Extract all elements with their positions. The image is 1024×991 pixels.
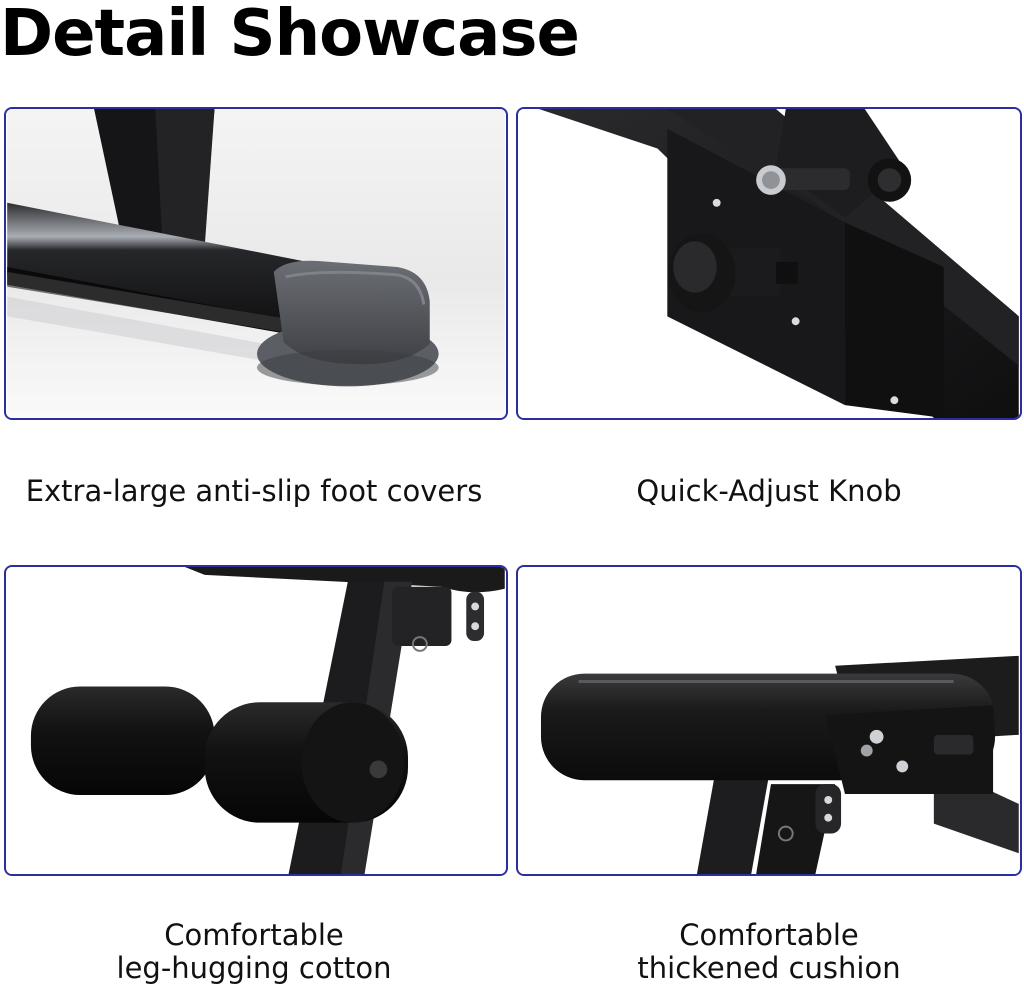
photo-foot-covers [4, 107, 508, 420]
cushion-illustration [519, 567, 1019, 874]
caption-line: Extra-large anti-slip foot covers [25, 474, 483, 508]
adjust-knob-illustration [519, 109, 1019, 418]
caption-foot-covers: Extra-large anti-slip foot covers [0, 475, 508, 508]
photo-leg-cotton [4, 565, 508, 876]
caption-line: thickened cushion [637, 951, 901, 985]
caption-cushion: Comfortable thickened cushion [516, 919, 1022, 985]
caption-adjust-knob: Quick-Adjust Knob [516, 475, 1022, 508]
caption-leg-cotton: Comfortable leg-hugging cotton [0, 919, 508, 985]
caption-line: leg-hugging cotton [116, 951, 392, 985]
page-title: Detail Showcase [0, 0, 580, 71]
caption-line: Comfortable [164, 918, 344, 952]
caption-line: Quick-Adjust Knob [636, 474, 902, 508]
foot-cover-illustration [7, 109, 505, 418]
photo-adjust-knob [516, 107, 1022, 420]
leg-cotton-illustration [7, 567, 505, 874]
photo-cushion [516, 565, 1022, 876]
caption-line: Comfortable [679, 918, 859, 952]
